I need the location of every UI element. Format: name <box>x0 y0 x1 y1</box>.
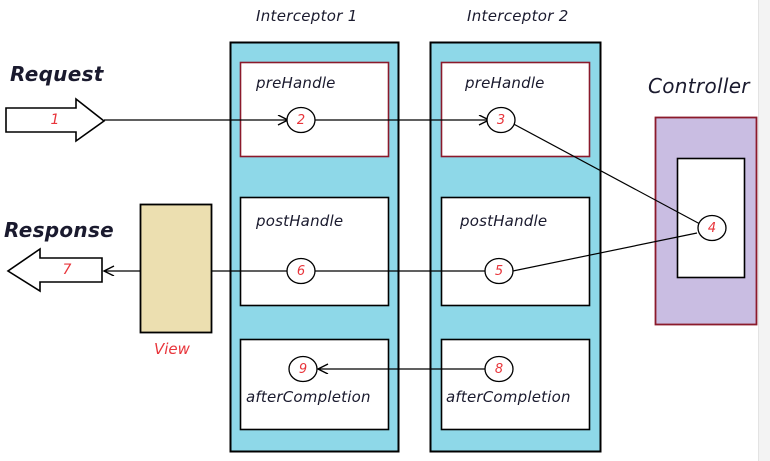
interceptor2-prehandle-label: preHandle <box>465 74 545 92</box>
interceptor2-posthandle-box <box>440 196 591 307</box>
step-number-7: 7 <box>62 262 72 278</box>
step-number-2: 2 <box>296 113 306 128</box>
controller-title: Controller <box>648 74 750 98</box>
interceptor1-aftercompletion-box <box>239 338 390 431</box>
response-block-arrow <box>6 247 103 293</box>
line-controller-to-posthandle2 <box>507 232 698 273</box>
step-circle-6 <box>286 257 316 285</box>
step-number-9: 9 <box>298 362 308 377</box>
interceptor1-aftercompletion-label: afterCompletion <box>246 388 371 406</box>
view-label: View <box>154 340 190 358</box>
line-prehandle2-to-controller <box>507 120 701 225</box>
interceptor1-prehandle-box <box>239 61 390 158</box>
step-circle-8 <box>484 355 514 383</box>
interceptor1-posthandle-box <box>239 196 390 307</box>
step-circle-4 <box>697 214 727 242</box>
right-edge-strip <box>758 0 770 461</box>
step-number-1: 1 <box>50 112 60 128</box>
view-box <box>139 203 213 334</box>
step-number-4: 4 <box>707 221 717 236</box>
request-label: Request <box>10 62 104 86</box>
step-number-5: 5 <box>494 264 504 279</box>
step-circle-9 <box>288 355 318 383</box>
response-label: Response <box>4 218 115 242</box>
step-number-3: 3 <box>496 113 506 128</box>
step-circle-2 <box>286 106 316 134</box>
interceptor2-prehandle-box <box>440 61 591 158</box>
interceptor1-posthandle-label: postHandle <box>256 212 344 230</box>
interceptor2-title: Interceptor 2 <box>467 7 569 25</box>
interceptor2-aftercompletion-label: afterCompletion <box>446 388 571 406</box>
interceptor1-title: Interceptor 1 <box>256 7 358 25</box>
step-number-8: 8 <box>494 362 504 377</box>
interceptor1-prehandle-label: preHandle <box>256 74 336 92</box>
step-number-6: 6 <box>296 264 306 279</box>
step-circle-5 <box>484 257 514 285</box>
request-block-arrow <box>5 97 106 143</box>
interceptor2-aftercompletion-box <box>440 338 591 431</box>
step-circle-3 <box>486 106 516 134</box>
interceptor2-posthandle-label: postHandle <box>460 212 548 230</box>
